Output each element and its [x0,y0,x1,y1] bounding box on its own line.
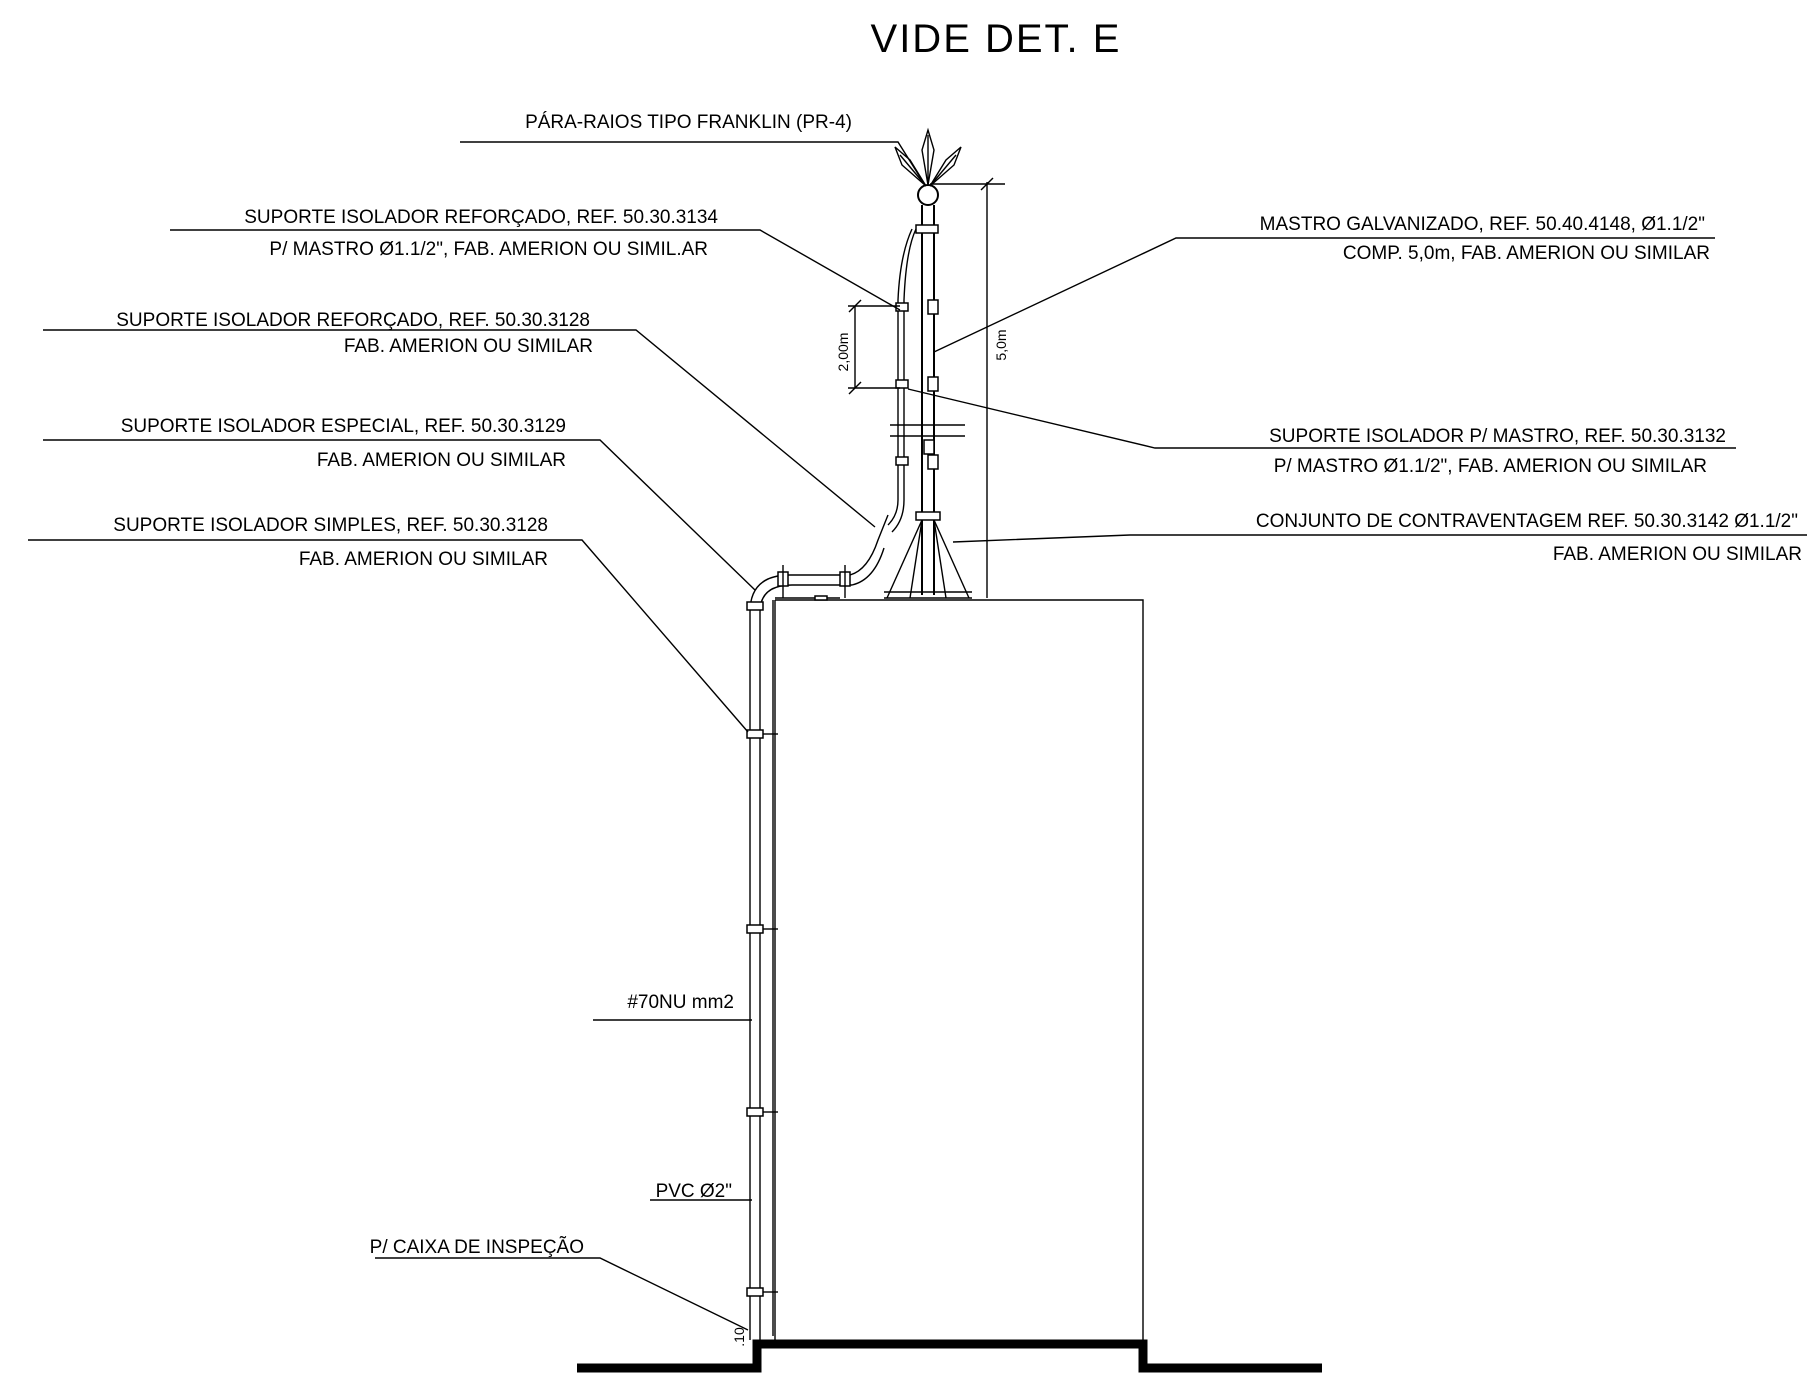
label-sup-especial-2: FAB. AMERION OU SIMILAR [317,450,566,471]
label-caixa-inspecao: P/ CAIXA DE INSPEÇÃO [370,1236,584,1258]
clip [746,729,764,739]
leader-lines [28,141,1807,1331]
dimension-5m: 5,0m [930,177,1009,598]
down-conductor [749,514,889,1340]
label-sup-simples-1: SUPORTE ISOLADOR SIMPLES, REF. 50.30.312… [113,515,548,536]
ground-slab [577,1339,1322,1373]
dim-label-spacing: 2,00m [835,333,851,372]
clip [746,1107,764,1117]
label-sup-especial-1: SUPORTE ISOLADOR ESPECIAL, REF. 50.30.31… [121,416,566,437]
label-pvc: PVC Ø2" [656,1181,732,1202]
label-franklin: PÁRA-RAIOS TIPO FRANKLIN (PR-4) [525,112,852,133]
label-sup-simples-2: FAB. AMERION OU SIMILAR [299,549,548,570]
building-outline [774,599,1144,1340]
label-cabo: #70NU mm2 [627,992,734,1013]
label-sup-reforcado-3134-1: SUPORTE ISOLADOR REFORÇADO, REF. 50.30.3… [244,207,718,228]
bracing-set [884,511,972,599]
mast [887,205,965,595]
label-sup-reforcado-3128-1: SUPORTE ISOLADOR REFORÇADO, REF. 50.30.3… [116,310,590,331]
dimension-2m: 2,00m [835,299,900,395]
clip [746,924,764,934]
wall-clips [746,601,778,1297]
dim-label-mast-height: 5,0m [993,329,1009,360]
label-sup-mastro-2: P/ MASTRO Ø1.1/2", FAB. AMERION OU SIMIL… [1274,456,1707,477]
franklin-air-terminal [894,127,962,206]
label-sup-reforcado-3134-2: P/ MASTRO Ø1.1/2", FAB. AMERION OU SIMIL… [269,239,708,260]
roof-supports [777,565,851,598]
drawing-title: VIDE DET. E [871,17,1122,61]
label-contraventagem-1: CONJUNTO DE CONTRAVENTAGEM REF. 50.30.31… [1256,511,1798,532]
label-sup-reforcado-3128-2: FAB. AMERION OU SIMILAR [344,336,593,357]
clip [746,601,764,611]
dim-label-depth: .10 [731,1327,747,1347]
label-contraventagem-2: FAB. AMERION OU SIMILAR [1553,544,1802,565]
label-mastro-1: MASTRO GALVANIZADO, REF. 50.40.4148, Ø1.… [1260,214,1705,235]
clip [746,1287,764,1297]
label-mastro-2: COMP. 5,0m, FAB. AMERION OU SIMILAR [1343,243,1710,264]
label-sup-mastro-1: SUPORTE ISOLADOR P/ MASTRO, REF. 50.30.3… [1269,426,1726,447]
